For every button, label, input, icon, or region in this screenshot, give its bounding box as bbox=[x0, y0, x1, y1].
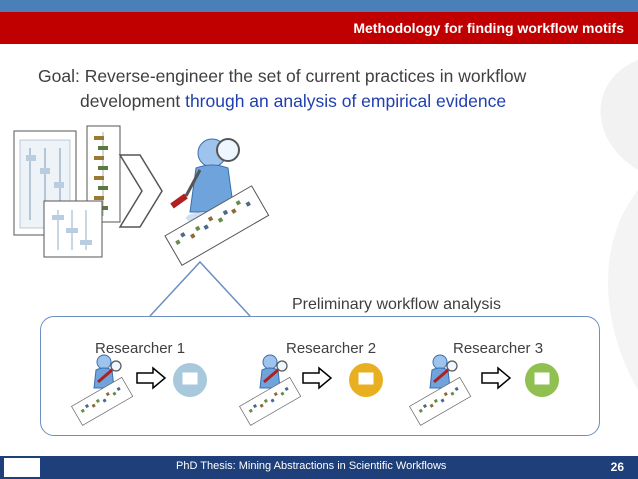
footer-bar bbox=[0, 456, 638, 479]
workflow-diagram-icon bbox=[13, 125, 121, 258]
goal-line-1: Goal: Reverse-engineer the set of curren… bbox=[38, 66, 527, 86]
researcher-2-label: Researcher 2 bbox=[286, 340, 377, 357]
callout-pointer bbox=[149, 260, 251, 317]
researcher-2-group bbox=[239, 353, 383, 426]
researcher-3-label: Researcher 3 bbox=[453, 340, 544, 357]
goal-text: Goal: Reverse-engineer the set of curren… bbox=[38, 64, 618, 114]
workflow-sheet-icon bbox=[164, 185, 270, 267]
footer-text: PhD Thesis: Mining Abstractions in Scien… bbox=[176, 460, 447, 472]
university-logo bbox=[4, 458, 40, 477]
title-bar bbox=[0, 12, 638, 44]
top-strip bbox=[0, 0, 638, 12]
researcher-1-label: Researcher 1 bbox=[95, 340, 186, 357]
researcher-3-group bbox=[409, 353, 559, 426]
goal-line-2: development through an analysis of empir… bbox=[38, 89, 618, 114]
watermark-graphic bbox=[600, 60, 638, 390]
preliminary-analysis-label: Preliminary workflow analysis bbox=[292, 296, 501, 313]
goal-emphasis: through an analysis of empirical evidenc… bbox=[185, 91, 507, 111]
researcher-1-group bbox=[71, 353, 207, 426]
preliminary-analysis-box bbox=[40, 316, 600, 436]
slide-title: Methodology for finding workflow motifs bbox=[353, 20, 624, 36]
goal-line-2-prefix: development bbox=[80, 91, 186, 111]
chevron-right-icon bbox=[118, 154, 163, 228]
page-number: 26 bbox=[610, 460, 624, 474]
